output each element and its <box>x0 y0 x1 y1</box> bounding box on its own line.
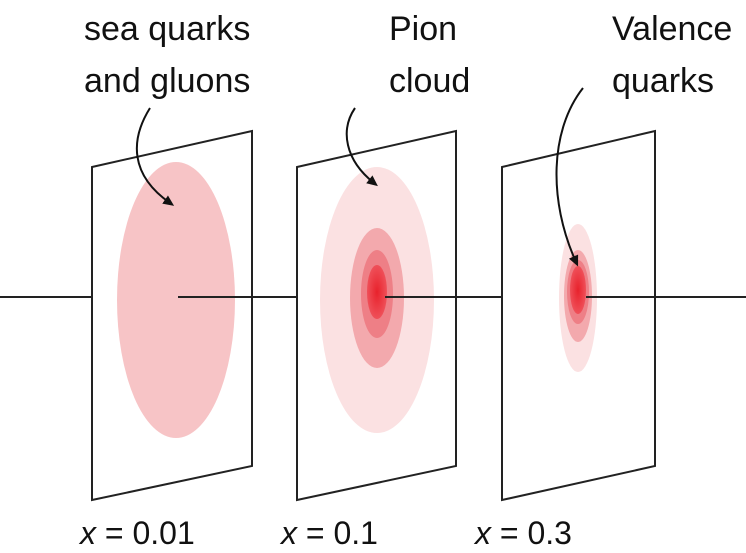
label-sea-quarks-line2: and gluons <box>84 62 250 100</box>
label-valence-quarks-line1: Valence <box>612 10 732 48</box>
panel-3-core <box>570 266 586 314</box>
x-label-panel-3-value: = 0.3 <box>491 515 572 551</box>
x-label-panel-2-var: x <box>279 515 298 551</box>
panel-x-0-1 <box>252 129 457 502</box>
label-pion-cloud-line1: Pion <box>389 10 457 48</box>
arrow-sea-quarks <box>135 107 175 206</box>
panel-x-0-3 <box>456 129 656 502</box>
x-label-panel-1-value: = 0.01 <box>96 515 195 551</box>
x-label-panel-1-var: x <box>78 515 97 551</box>
x-label-panel-2: x = 0.1 <box>279 515 378 551</box>
x-label-panel-1: x = 0.01 <box>78 515 195 551</box>
x-label-panel-2-value: = 0.1 <box>297 515 378 551</box>
panel-x-0-01 <box>91 129 253 502</box>
label-valence-quarks-line2: quarks <box>612 62 714 100</box>
x-label-panel-3: x = 0.3 <box>473 515 572 551</box>
panel-1-sea-quark-distribution <box>117 162 235 438</box>
label-sea-quarks-line1: sea quarks <box>84 10 250 48</box>
x-label-panel-3-var: x <box>473 515 492 551</box>
arrow-pion-cloud <box>345 107 378 187</box>
arrow-valence-quarks <box>555 87 584 267</box>
panel-2-core <box>367 265 387 319</box>
label-pion-cloud-line2: cloud <box>389 62 470 100</box>
